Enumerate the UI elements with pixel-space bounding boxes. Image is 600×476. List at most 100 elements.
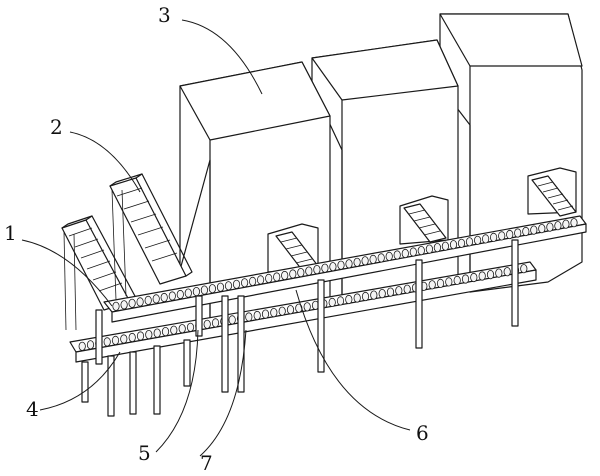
front-roller <box>153 328 161 338</box>
back-roller <box>546 222 554 232</box>
front-roller <box>395 286 403 296</box>
front-roller <box>303 302 311 312</box>
leader-1 <box>21 239 113 307</box>
front-roller <box>253 310 261 321</box>
back-roller <box>120 300 128 310</box>
back-roller <box>489 232 498 242</box>
support-legs <box>81 239 519 417</box>
back-roller <box>570 218 578 228</box>
back-roller <box>128 298 136 308</box>
label-2: 2 <box>50 115 63 139</box>
back-roller <box>305 266 313 276</box>
back-roller <box>313 264 321 275</box>
back-roller <box>353 257 361 267</box>
back-roller <box>449 240 458 250</box>
back-roller <box>481 234 490 244</box>
back-roller <box>425 244 433 254</box>
front-roller <box>278 306 286 316</box>
back-roller <box>465 237 474 247</box>
front-roller <box>478 271 486 281</box>
back-roller <box>530 225 538 235</box>
back-roller <box>273 272 281 282</box>
back-roller <box>433 243 441 253</box>
leader-2 <box>69 131 141 193</box>
back-roller <box>144 295 152 305</box>
back-roller <box>401 248 409 259</box>
back-roller <box>224 281 233 291</box>
back-roller <box>337 260 345 270</box>
machine-3-left-chute <box>275 231 319 271</box>
front-roller <box>436 278 445 288</box>
back-roller <box>281 270 289 281</box>
back-roller <box>385 251 393 261</box>
back-roller <box>361 256 369 266</box>
front-roller <box>328 297 336 307</box>
machine-3-middle <box>311 39 459 313</box>
back-roller <box>345 259 353 269</box>
machine-3-left <box>179 61 331 331</box>
front-roller <box>378 288 386 299</box>
front-roller <box>370 290 378 300</box>
front-roller <box>120 334 128 344</box>
front-roller <box>486 269 495 280</box>
back-roller <box>329 262 337 272</box>
front-roller <box>78 341 86 351</box>
front-roller <box>128 332 136 343</box>
back-roller <box>498 231 506 241</box>
part-labels: 1 2 3 4 5 6 7 <box>4 3 429 475</box>
back-roller <box>538 224 546 234</box>
back-roller <box>417 246 425 256</box>
front-roller <box>503 267 511 277</box>
back-roller-conveyor <box>103 215 587 323</box>
label-3: 3 <box>158 3 171 27</box>
back-roller <box>168 291 176 301</box>
back-roller <box>554 221 562 231</box>
front-roller <box>136 331 145 341</box>
front-roller <box>403 284 411 294</box>
back-roller <box>152 294 160 304</box>
back-roller <box>256 275 265 285</box>
back-roller <box>297 267 305 278</box>
leader-4 <box>39 351 121 411</box>
leader-6 <box>295 289 411 431</box>
front-roller <box>145 329 153 340</box>
front-roller <box>453 275 461 285</box>
label-6: 6 <box>416 421 429 445</box>
back-roller <box>321 263 329 273</box>
back-roller <box>377 253 385 263</box>
back-roller <box>473 235 482 245</box>
leader-5 <box>155 329 199 453</box>
back-conveyor-rollers <box>112 218 578 311</box>
label-4: 4 <box>26 397 39 421</box>
front-roller <box>445 277 453 287</box>
leader-3 <box>181 19 263 95</box>
back-roller <box>232 279 241 289</box>
front-roller <box>103 337 111 347</box>
back-roller <box>160 292 168 303</box>
back-roller <box>241 278 249 288</box>
front-roller <box>353 293 361 303</box>
back-roller <box>393 250 401 260</box>
back-roller <box>192 286 200 297</box>
front-roller <box>286 305 295 315</box>
back-roller <box>506 229 514 240</box>
back-roller <box>289 269 297 279</box>
back-roller <box>184 288 192 298</box>
back-roller <box>176 289 184 300</box>
front-roller <box>111 335 120 345</box>
back-roller <box>522 226 530 237</box>
front-roller <box>461 274 470 284</box>
back-roller <box>216 282 225 292</box>
front-roller <box>470 272 478 283</box>
back-roller <box>208 284 216 294</box>
front-roller <box>86 340 95 350</box>
front-roller <box>386 287 395 297</box>
front-roller <box>270 307 278 318</box>
back-roller <box>441 241 449 251</box>
front-roller <box>211 318 220 328</box>
front-roller <box>186 322 195 332</box>
leader-7 <box>199 329 247 457</box>
label-1: 1 <box>4 221 17 245</box>
